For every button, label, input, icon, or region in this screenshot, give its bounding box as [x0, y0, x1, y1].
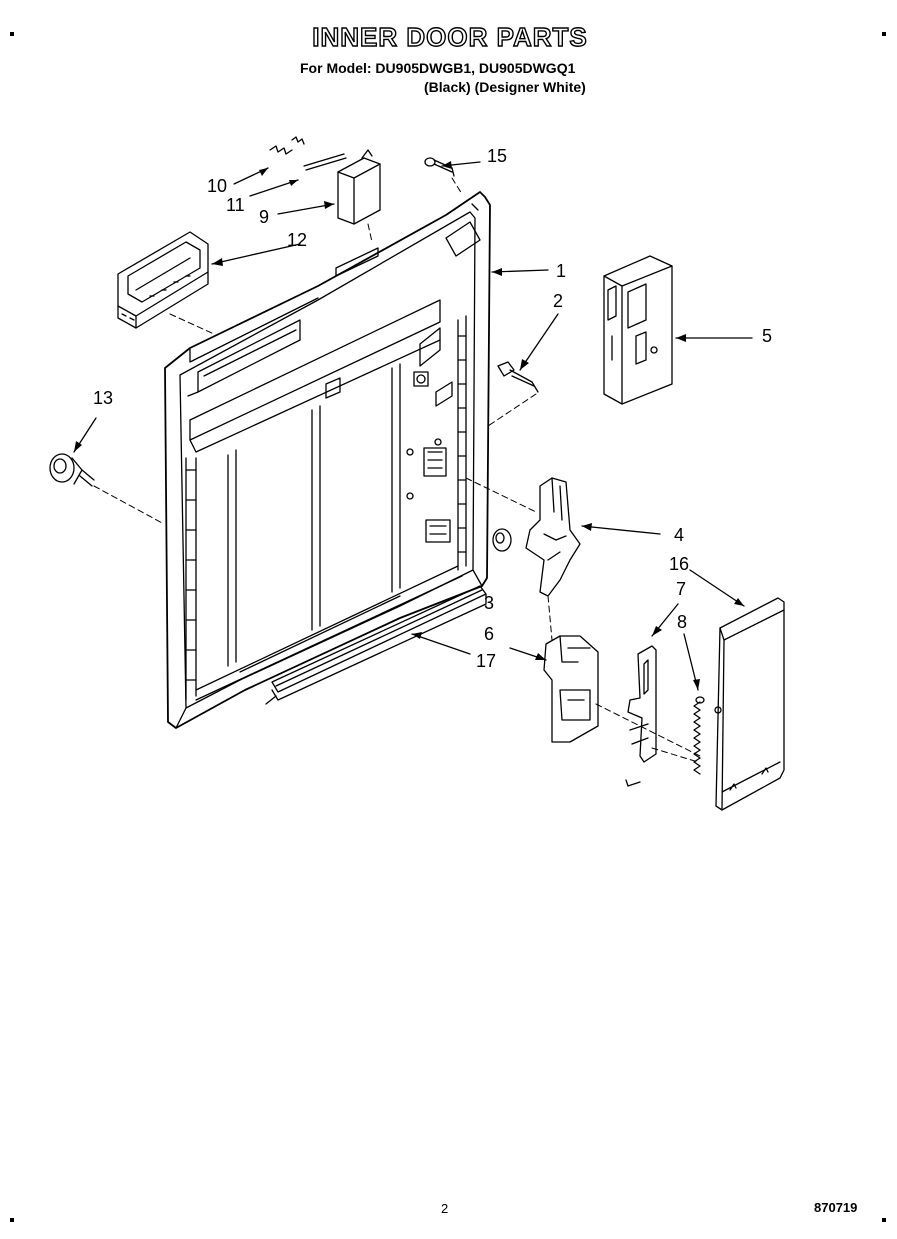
side-panel-16	[714, 597, 785, 811]
colors-line: (Black) (Designer White)	[424, 79, 586, 95]
leader-17	[411, 633, 471, 655]
model-line: For Model: DU905DWGB1, DU905DWGQ1	[300, 60, 576, 76]
document-number: 870719	[814, 1200, 858, 1215]
callout-2: 2	[553, 291, 564, 311]
hinge-pin-2	[497, 361, 539, 393]
callout-6: 6	[484, 624, 495, 644]
callout-12: 12	[287, 230, 308, 250]
callout-8: 8	[677, 612, 688, 632]
callout-1: 1	[556, 261, 567, 281]
latch-housing-5	[603, 255, 673, 405]
callout-7: 7	[676, 579, 687, 599]
corner-mark-bottom-right	[882, 1218, 886, 1222]
latch-plate-7	[625, 645, 657, 787]
callout-17: 17	[476, 651, 497, 671]
bottom-seal-strip	[265, 585, 487, 705]
corner-mark-top-right	[882, 32, 886, 36]
alignment-lines	[93, 177, 701, 763]
page-title: INNER DOOR PARTS	[312, 21, 588, 52]
leader-12	[211, 243, 301, 265]
callout-15: 15	[487, 146, 508, 166]
callout-9: 9	[259, 207, 270, 227]
vent-cover-assembly	[269, 136, 381, 225]
callout-10: 10	[207, 176, 228, 196]
callout-5: 5	[762, 326, 773, 346]
leader-4	[581, 525, 661, 535]
inner-door-panel	[164, 191, 491, 729]
handle-insert	[117, 231, 209, 329]
callout-4: 4	[674, 525, 685, 545]
leader-16	[689, 569, 745, 607]
leader-lines	[73, 161, 753, 691]
callout-3: 3	[484, 593, 495, 613]
callout-13: 13	[93, 388, 114, 408]
knob-13	[49, 453, 95, 487]
leader-2	[519, 313, 559, 371]
bumper-3	[492, 528, 512, 552]
callout-16: 16	[669, 554, 690, 574]
latch-lever-6	[543, 635, 599, 743]
callout-11: 11	[226, 195, 245, 215]
arrowheads	[74, 161, 744, 690]
latch-arm-4	[525, 477, 581, 597]
corner-mark-bottom-left	[10, 1218, 14, 1222]
spring-8	[693, 696, 705, 775]
corner-mark-top-left	[10, 32, 14, 36]
page-number: 2	[441, 1201, 449, 1216]
